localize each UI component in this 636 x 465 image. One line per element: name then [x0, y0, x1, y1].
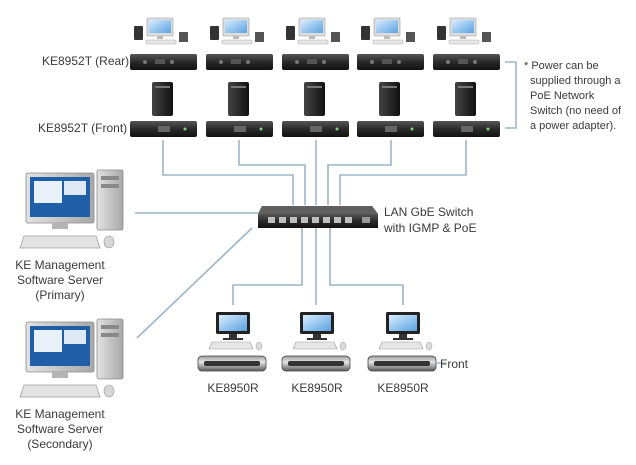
switch-label-line: with IGMP & PoE — [384, 221, 477, 235]
monitor-icon — [386, 312, 420, 340]
receiver-station — [197, 312, 267, 372]
workstation-icon — [286, 17, 340, 45]
keyboard-icon — [378, 341, 424, 350]
tower-pc-icon — [379, 82, 400, 116]
mouse-icon — [339, 341, 347, 351]
receiver-station — [367, 312, 437, 372]
power-note-line: a power adapter). — [530, 120, 617, 132]
tower-pc-icon — [304, 82, 325, 116]
connection-lines — [135, 61, 517, 339]
keyboard-icon — [208, 341, 254, 350]
keyboard-icon — [292, 341, 338, 350]
power-note-line: supplied through a — [530, 75, 621, 87]
tower-pc-icon — [455, 82, 476, 116]
mouse-icon — [425, 341, 433, 351]
server-primary-label-line: (Primary) — [35, 288, 85, 302]
transmitter-column — [357, 17, 424, 137]
monitor-icon — [216, 312, 250, 340]
server-primary-label-line: KE Management — [15, 258, 105, 272]
receiver-label: KE8950R — [377, 381, 429, 395]
server-primary-label-line: Software Server — [16, 273, 104, 287]
tx-front-label: KE8952T (Front) — [38, 121, 128, 135]
transmitter-column — [206, 17, 273, 137]
power-note-line: Switch (no need of — [530, 105, 622, 117]
power-note-line: PoE Network — [530, 90, 595, 102]
receiver-label: KE8950R — [207, 381, 259, 395]
workstation-icon — [437, 17, 491, 45]
receiver-label: KE8950R — [291, 381, 343, 395]
server-primary-icon — [19, 169, 124, 249]
mouse-icon — [255, 341, 263, 351]
rx-front-label: Front — [440, 357, 469, 371]
workstation-icon — [361, 17, 415, 45]
server-secondary-label-line: (Secondary) — [27, 437, 93, 451]
tower-pc-icon — [228, 82, 249, 116]
server-secondary-icon — [19, 318, 124, 398]
transmitter-column — [130, 17, 197, 137]
server-secondary-label-line: Software Server — [16, 422, 104, 436]
server-secondary-label-line: KE Management — [15, 407, 105, 421]
monitor-icon — [300, 312, 334, 340]
transmitter-column — [282, 17, 349, 137]
receiver-station — [281, 312, 351, 372]
power-note-line: * Power can be — [524, 60, 599, 72]
switch-label-line: LAN GbE Switch — [384, 205, 474, 219]
tx-rear-label: KE8952T (Rear) — [42, 54, 130, 68]
workstation-icon — [210, 17, 264, 45]
tower-pc-icon — [152, 82, 173, 116]
lan-switch-icon — [258, 206, 378, 228]
workstation-icon — [134, 17, 188, 45]
transmitter-column — [433, 17, 500, 137]
